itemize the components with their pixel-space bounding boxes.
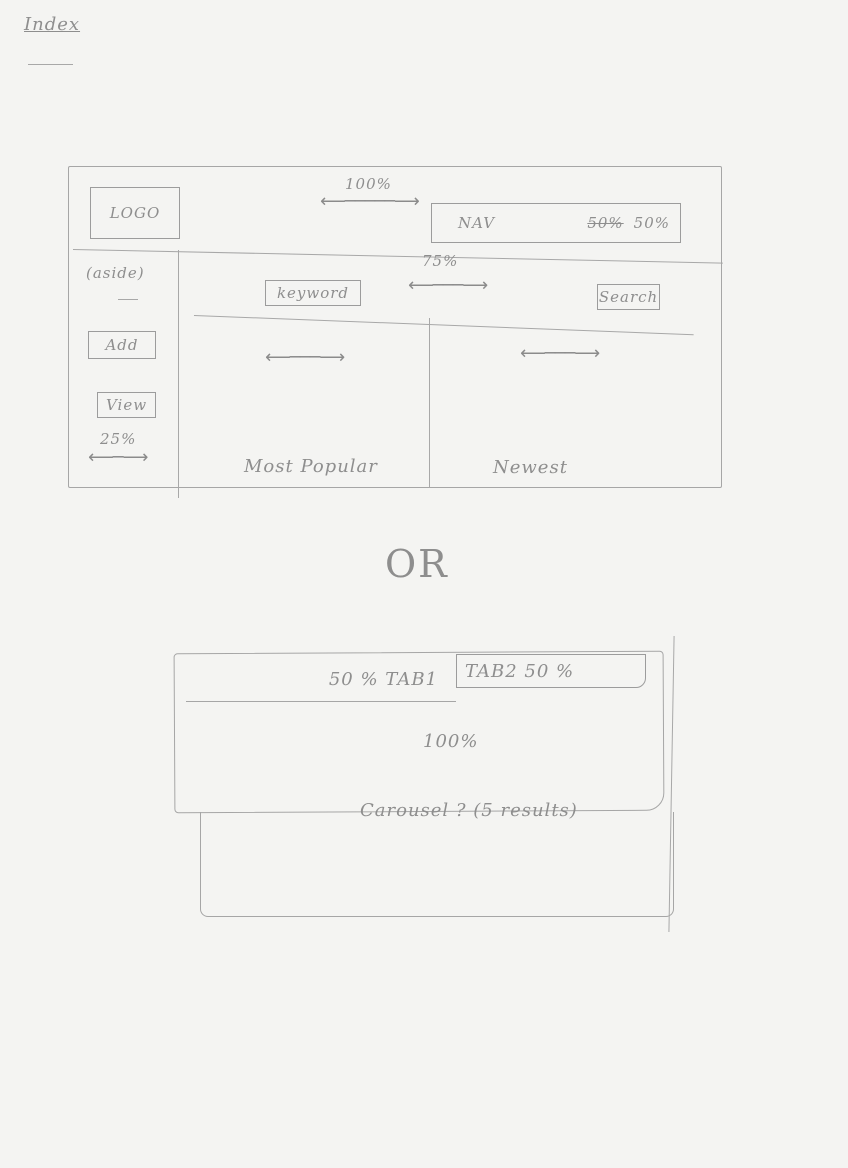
nav-width-group: 50% 50% bbox=[587, 214, 670, 232]
keyword-label: keyword bbox=[276, 284, 350, 302]
tab-1-label: 50 % TAB1 bbox=[328, 669, 438, 690]
column-1-label: Most Popular bbox=[244, 456, 378, 477]
column-1-arrow: ⟵───⟶ bbox=[265, 347, 345, 368]
layout-b-bottom-frame bbox=[200, 812, 674, 917]
header-width-arrow: ⟵─────⟶ bbox=[320, 191, 420, 212]
search-label: Search bbox=[598, 288, 659, 306]
tab-2-label: TAB2 50 % bbox=[465, 660, 575, 682]
aside-add-button[interactable]: Add bbox=[88, 331, 156, 359]
aside-view-button[interactable]: View bbox=[97, 392, 156, 418]
main-column-divider bbox=[429, 318, 430, 488]
main-width-arrow: ⟵───⟶ bbox=[408, 275, 488, 296]
aside-title-underline bbox=[118, 299, 138, 300]
aside-divider bbox=[178, 250, 179, 498]
aside-add-label: Add bbox=[105, 336, 139, 354]
keyword-input[interactable]: keyword bbox=[265, 280, 361, 306]
nav-label: NAV bbox=[458, 214, 496, 232]
aside-view-label: View bbox=[105, 396, 148, 414]
nav-strike-label: 50% bbox=[587, 214, 624, 232]
column-2-label: Newest bbox=[493, 457, 568, 478]
or-separator: OR bbox=[385, 542, 449, 586]
nav-box[interactable]: NAV 50% 50% bbox=[431, 203, 681, 243]
search-button[interactable]: Search bbox=[597, 284, 660, 310]
nav-width-label: 50% bbox=[633, 214, 670, 232]
carousel-label: Carousel ? (5 results) bbox=[360, 800, 578, 821]
aside-width-label: 25% bbox=[100, 430, 137, 448]
logo-box: LOGO bbox=[90, 187, 180, 239]
header-width-label: 100% bbox=[345, 175, 392, 193]
tab-1[interactable]: 50 % TAB1 bbox=[186, 658, 456, 702]
title-underline bbox=[28, 64, 73, 65]
column-2-arrow: ⟵───⟶ bbox=[520, 343, 600, 364]
tab-2[interactable]: TAB2 50 % bbox=[456, 654, 646, 688]
page-title: Index bbox=[24, 14, 81, 35]
aside-title: (aside) bbox=[86, 264, 145, 282]
layout-a-frame bbox=[68, 166, 722, 488]
main-width-label: 75% bbox=[422, 252, 459, 270]
aside-width-arrow: ⟵─⟶ bbox=[88, 447, 148, 468]
logo-label: LOGO bbox=[109, 204, 161, 222]
layout-b-width-label: 100% bbox=[423, 731, 479, 752]
